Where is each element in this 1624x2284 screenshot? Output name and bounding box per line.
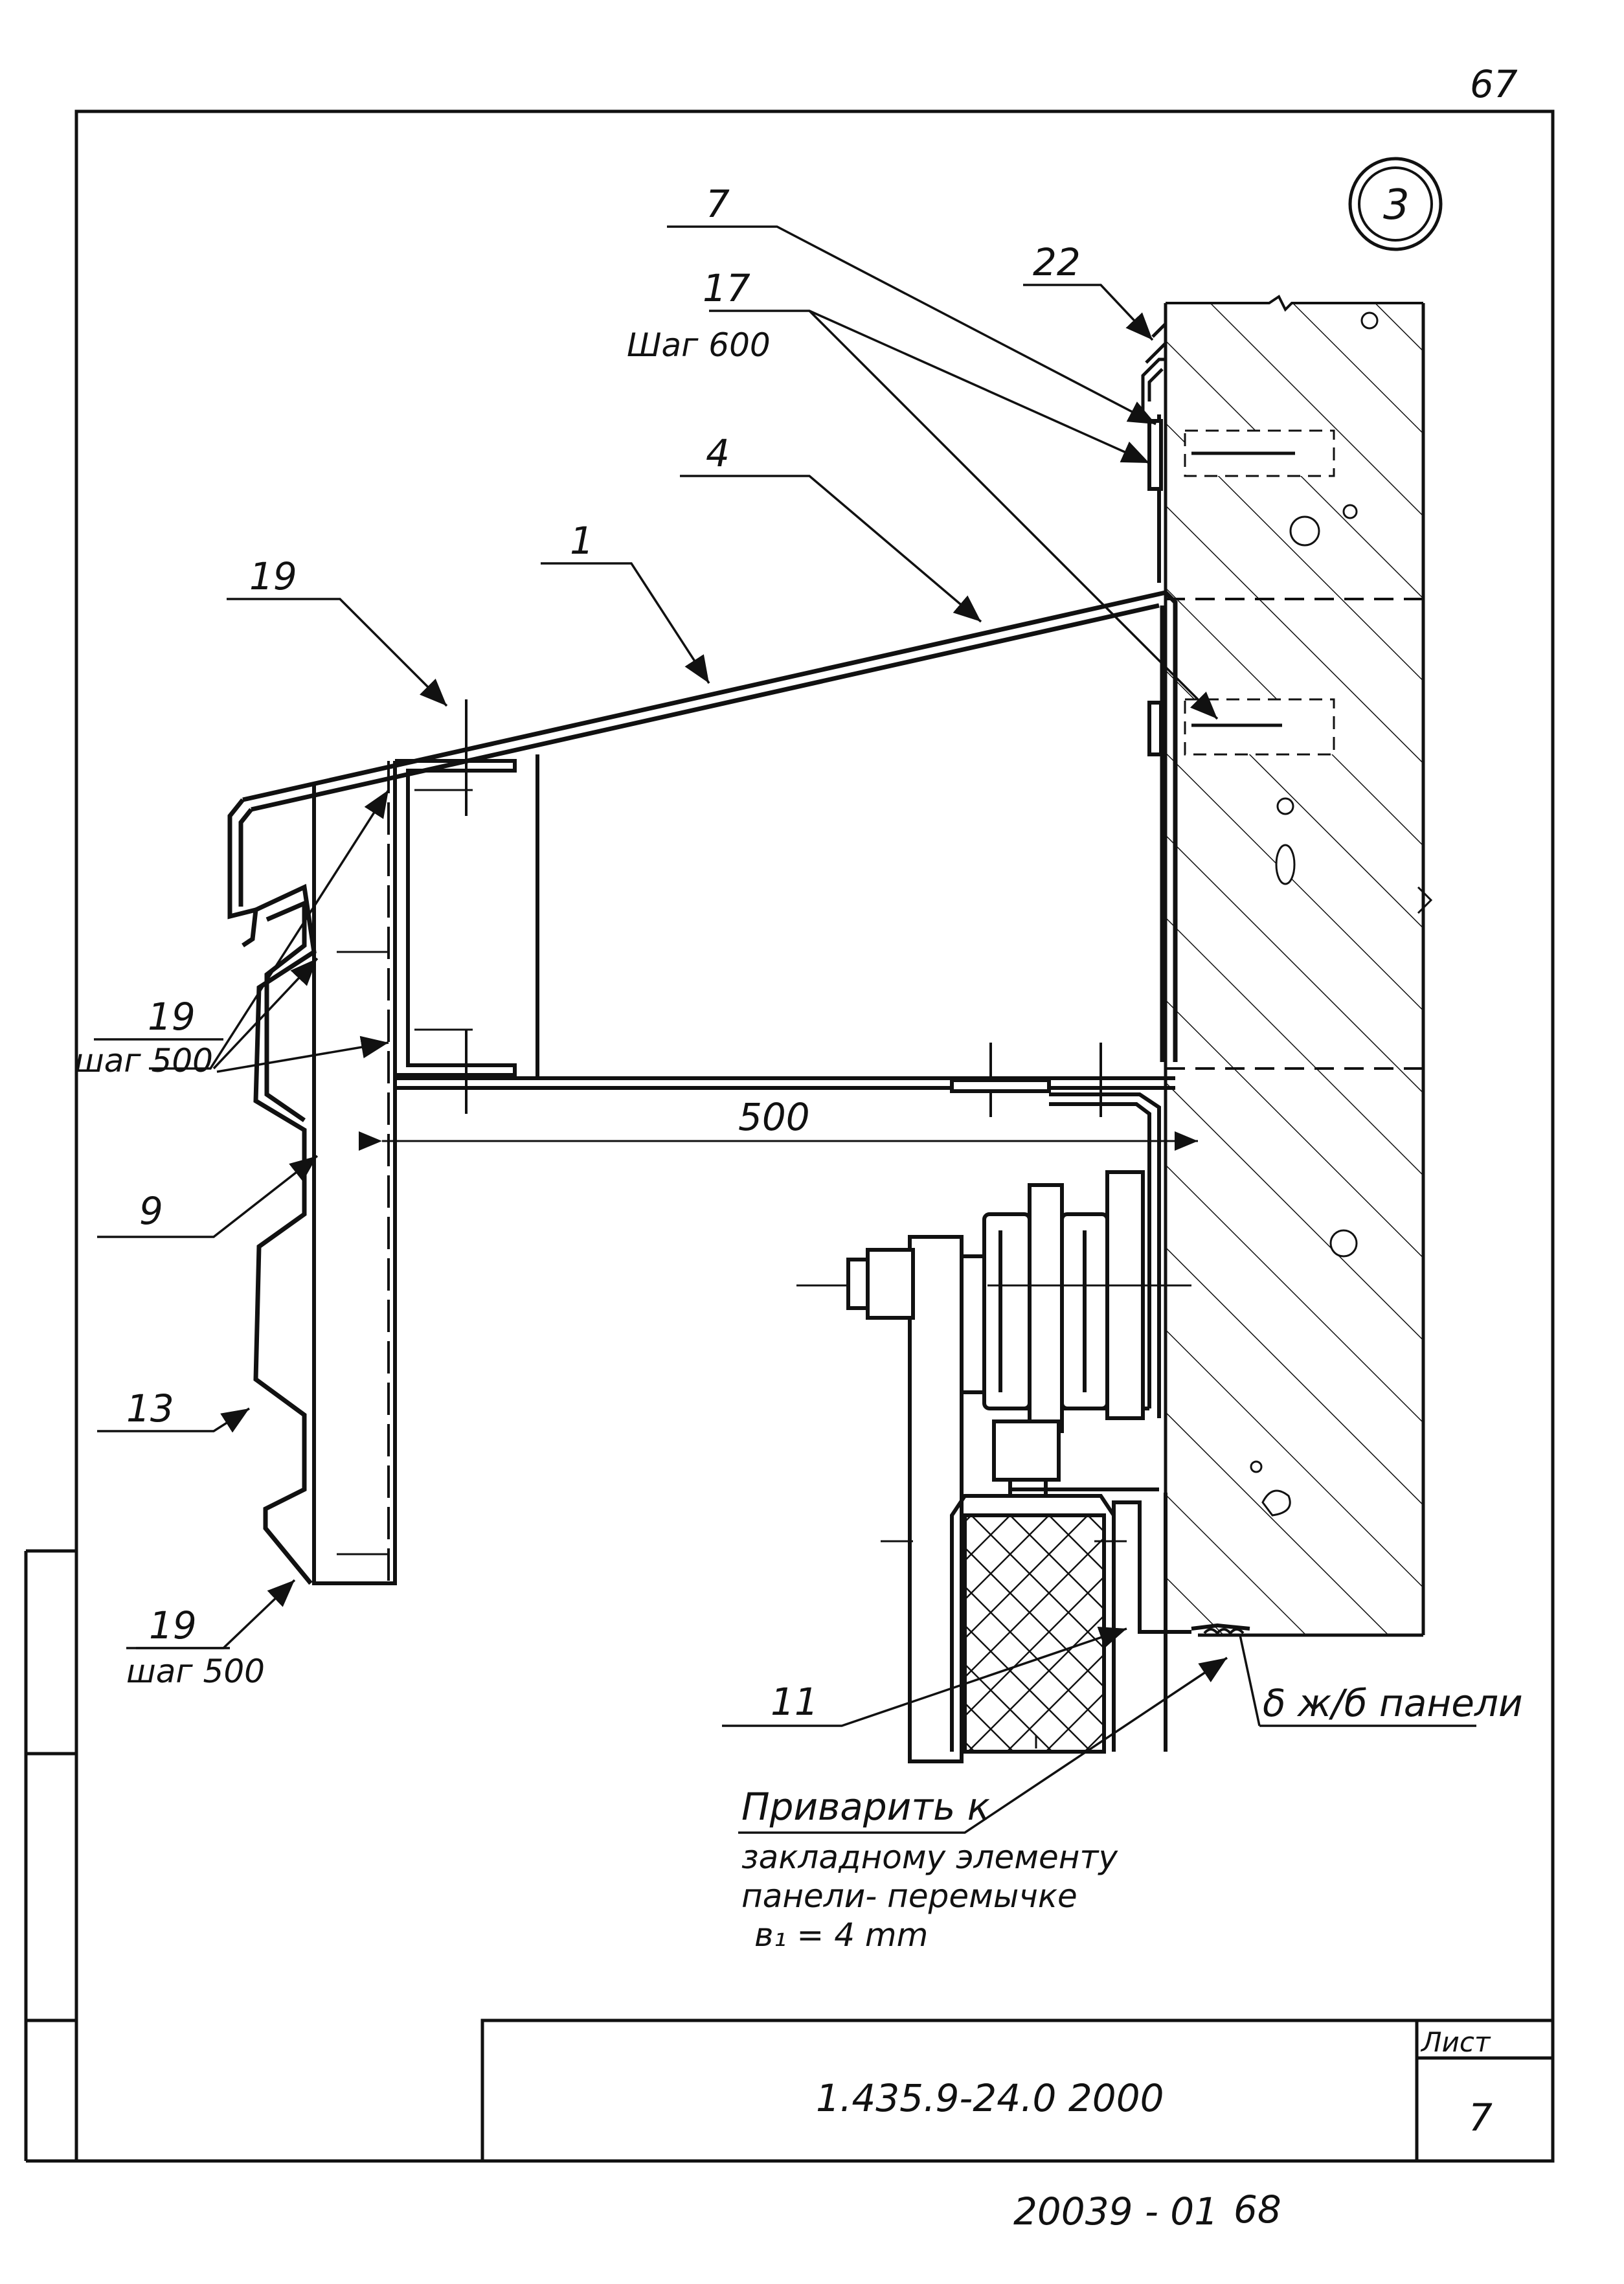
callout-19-bottom-step: шаг 500 [126,1653,265,1690]
roof-sheet [227,590,1178,1062]
weld-note-line4: в₁ = 4 mm [754,1916,928,1954]
archive-number: 20039 - 01 [1013,2189,1218,2233]
callout-17-step: Шаг 600 [627,326,771,364]
callout-19-mid-step: шаг 500 [74,1042,213,1080]
concrete-panel [1164,295,1433,1637]
corrugated-sheet [253,883,317,1585]
purlin-frame [312,754,1175,1585]
callout-7: 7 [706,182,730,226]
panel-thickness-note: δ ж/б панели [1263,1681,1523,1725]
drawing-designation: 1.435.9-24.0 2000 [816,2076,1164,2120]
detail-marker-number: 3 [1383,181,1410,229]
title-block [480,2018,1555,2163]
callout-1: 1 [570,519,594,563]
sheet-number: 7 [1469,2096,1493,2140]
wall-flashing [1147,414,1163,756]
callout-labels: 7 17 Шаг 600 22 4 1 19 19 шаг 500 9 13 1… [74,182,1081,1724]
sheet-label: Лист [1420,2026,1491,2058]
seal-element [1141,322,1167,421]
fastener-axes [465,699,1102,1117]
callout-11: 11 [771,1680,818,1724]
notes: δ ж/б панели Приварить к закладному элем… [741,1681,1523,1954]
insulated-panel [881,1493,1250,1754]
page-number: 67 [1470,62,1518,106]
callout-19-bottom: 19 [149,1603,197,1647]
callout-9: 9 [139,1189,163,1233]
callout-19-top: 19 [249,554,297,598]
callout-19-mid: 19 [148,995,196,1039]
detail-marker [1348,157,1443,251]
callout-22: 22 [1033,240,1081,284]
callout-4: 4 [706,431,730,475]
dimension-500-label: 500 [738,1095,810,1139]
callout-17: 17 [703,266,750,310]
weld-note-line1: Приварить к [741,1785,990,1829]
weld-note-line3: панели- перемычке [741,1877,1077,1915]
callout-13: 13 [126,1386,174,1430]
archive-sheet: 68 [1234,2188,1281,2232]
leader-lines [97,225,1476,1834]
weld-note-line2: закладному элементу [741,1838,1119,1876]
